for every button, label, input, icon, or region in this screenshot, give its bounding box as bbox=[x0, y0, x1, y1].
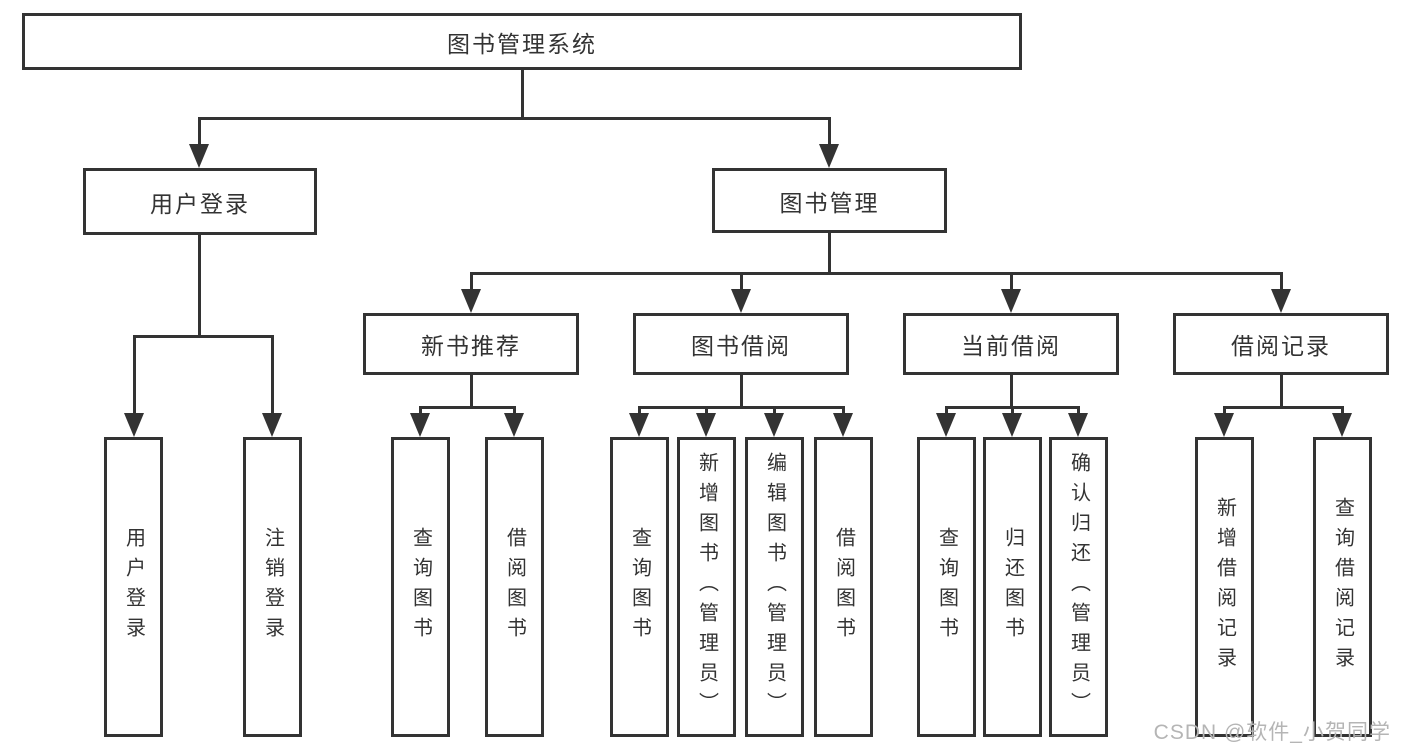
node-user-login-label: 用户登录 bbox=[150, 190, 250, 217]
leaf-logout: 注销登录 bbox=[243, 437, 302, 737]
arrow-down-icon bbox=[1214, 413, 1234, 437]
connector-line bbox=[828, 117, 831, 147]
connector-line bbox=[773, 406, 776, 416]
connector-line bbox=[419, 406, 422, 416]
connector-line bbox=[470, 375, 473, 408]
leaf-query-borrow-record-label: 查询借阅记录 bbox=[1331, 497, 1354, 677]
connector-line bbox=[842, 406, 845, 416]
leaf-edit-book-admin: 编辑图书（管理员） bbox=[745, 437, 804, 737]
node-book-borrow: 图书借阅 bbox=[633, 313, 849, 375]
connector-line bbox=[470, 272, 473, 292]
leaf-query-books-borrow-label: 查询图书 bbox=[628, 527, 651, 647]
node-root: 图书管理系统 bbox=[22, 13, 1022, 70]
node-new-book-recommend: 新书推荐 bbox=[363, 313, 579, 375]
node-root-label: 图书管理系统 bbox=[447, 30, 597, 57]
arrow-down-icon bbox=[1002, 413, 1022, 437]
leaf-query-books-recommend-label: 查询图书 bbox=[409, 527, 432, 647]
arrow-down-icon bbox=[731, 289, 751, 313]
arrow-down-icon bbox=[262, 413, 282, 437]
connector-line bbox=[740, 375, 743, 408]
leaf-borrow-books: 借阅图书 bbox=[814, 437, 873, 737]
watermark: CSDN @软件_小贺同学 bbox=[1153, 721, 1391, 744]
arrow-down-icon bbox=[1068, 413, 1088, 437]
leaf-add-book-admin-label: 新增图书（管理员） bbox=[695, 452, 718, 722]
connector-line bbox=[638, 406, 845, 409]
node-new-book-recommend-label: 新书推荐 bbox=[421, 333, 521, 359]
leaf-query-books-current: 查询图书 bbox=[917, 437, 976, 737]
arrow-down-icon bbox=[764, 413, 784, 437]
arrow-down-icon bbox=[629, 413, 649, 437]
leaf-query-books-borrow: 查询图书 bbox=[610, 437, 669, 737]
arrow-down-icon bbox=[189, 144, 209, 168]
leaf-return-book-label: 归还图书 bbox=[1001, 527, 1024, 647]
leaf-borrow-books-label: 借阅图书 bbox=[832, 527, 855, 647]
node-book-management-label: 图书管理 bbox=[779, 189, 880, 216]
leaf-edit-book-admin-label: 编辑图书（管理员） bbox=[763, 452, 786, 722]
connector-line bbox=[133, 335, 274, 338]
leaf-borrow-books-recommend-label: 借阅图书 bbox=[503, 527, 526, 647]
arrow-down-icon bbox=[819, 144, 839, 168]
node-current-borrow: 当前借阅 bbox=[903, 313, 1119, 375]
connector-line bbox=[470, 272, 1283, 275]
leaf-return-book: 归还图书 bbox=[983, 437, 1042, 737]
connector-line bbox=[198, 235, 201, 337]
arrow-down-icon bbox=[124, 413, 144, 437]
node-user-login: 用户登录 bbox=[83, 168, 317, 235]
leaf-add-borrow-record: 新增借阅记录 bbox=[1195, 437, 1254, 737]
connector-line bbox=[1010, 375, 1013, 408]
leaf-add-borrow-record-label: 新增借阅记录 bbox=[1213, 497, 1236, 677]
leaf-confirm-return-admin: 确认归还（管理员） bbox=[1049, 437, 1108, 737]
connector-line bbox=[740, 272, 743, 292]
leaf-user-login-label: 用户登录 bbox=[122, 527, 145, 647]
arrow-down-icon bbox=[936, 413, 956, 437]
leaf-user-login: 用户登录 bbox=[104, 437, 163, 737]
leaf-logout-label: 注销登录 bbox=[261, 527, 284, 647]
leaf-borrow-books-recommend: 借阅图书 bbox=[485, 437, 544, 737]
arrow-down-icon bbox=[410, 413, 430, 437]
node-borrow-records: 借阅记录 bbox=[1173, 313, 1389, 375]
connector-line bbox=[271, 335, 274, 415]
connector-line bbox=[1280, 272, 1283, 292]
arrow-down-icon bbox=[696, 413, 716, 437]
connector-line bbox=[419, 406, 516, 409]
connector-line bbox=[198, 117, 201, 147]
arrow-down-icon bbox=[461, 289, 481, 313]
leaf-query-borrow-record: 查询借阅记录 bbox=[1313, 437, 1372, 737]
connector-line bbox=[638, 406, 641, 416]
connector-line bbox=[1341, 406, 1344, 416]
connector-line bbox=[198, 117, 831, 120]
connector-line bbox=[945, 406, 948, 416]
leaf-query-books-recommend: 查询图书 bbox=[391, 437, 450, 737]
connector-line bbox=[133, 335, 136, 415]
node-book-management: 图书管理 bbox=[712, 168, 947, 233]
arrow-down-icon bbox=[833, 413, 853, 437]
connector-line bbox=[1077, 406, 1080, 416]
node-book-borrow-label: 图书借阅 bbox=[691, 333, 791, 359]
connector-line bbox=[1011, 406, 1014, 416]
node-current-borrow-label: 当前借阅 bbox=[961, 333, 1061, 359]
arrow-down-icon bbox=[1332, 413, 1352, 437]
arrow-down-icon bbox=[1271, 289, 1291, 313]
connector-line bbox=[521, 70, 524, 120]
connector-line bbox=[1010, 272, 1013, 292]
connector-line bbox=[705, 406, 708, 416]
leaf-add-book-admin: 新增图书（管理员） bbox=[677, 437, 736, 737]
connector-line bbox=[1223, 406, 1226, 416]
leaf-confirm-return-admin-label: 确认归还（管理员） bbox=[1067, 452, 1090, 722]
leaf-query-books-current-label: 查询图书 bbox=[935, 527, 958, 647]
connector-line bbox=[1223, 406, 1344, 409]
arrow-down-icon bbox=[1001, 289, 1021, 313]
arrow-down-icon bbox=[504, 413, 524, 437]
connector-line bbox=[828, 233, 831, 275]
connector-line bbox=[513, 406, 516, 416]
connector-line bbox=[1280, 375, 1283, 408]
node-borrow-records-label: 借阅记录 bbox=[1231, 333, 1331, 359]
